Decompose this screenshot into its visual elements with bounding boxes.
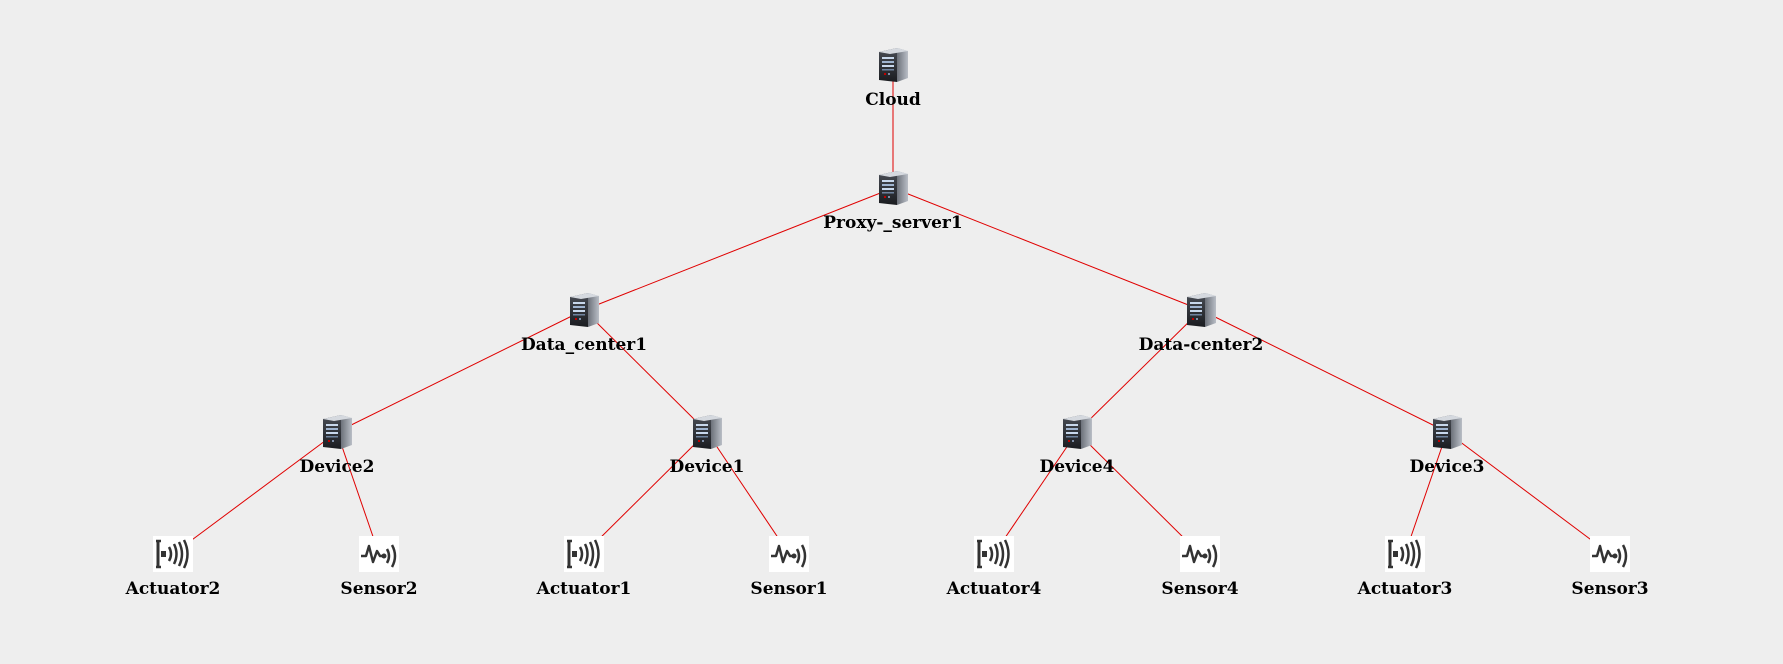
link-device3-sensor3 — [1446, 431, 1611, 555]
server-icon — [1063, 415, 1092, 449]
node-label: Device1 — [670, 457, 745, 477]
node-label: Actuator3 — [1357, 579, 1453, 599]
actuator-icon — [1383, 534, 1427, 574]
link-proxy-dc1 — [583, 187, 894, 311]
node-cloud[interactable]: Cloud — [865, 48, 921, 110]
node-dc1[interactable]: Data_center1 — [521, 293, 647, 355]
node-label: Sensor1 — [750, 579, 827, 599]
link-device3-actuator3 — [1404, 431, 1448, 555]
link-proxy-dc2 — [892, 187, 1202, 311]
actuator-icon — [972, 534, 1016, 574]
node-label: Data-center2 — [1139, 335, 1264, 355]
link-device4-sensor4 — [1076, 431, 1201, 555]
node-proxy[interactable]: Proxy-_server1 — [823, 171, 963, 233]
node-label: Sensor3 — [1571, 579, 1648, 599]
server-icon — [1187, 293, 1216, 327]
node-actuator2[interactable]: Actuator2 — [125, 534, 221, 599]
link-device2-sensor2 — [336, 431, 380, 555]
server-icon — [1433, 415, 1462, 449]
node-label: Actuator4 — [946, 579, 1042, 599]
server-icon — [570, 293, 599, 327]
sensor-icon — [357, 534, 401, 574]
node-device1[interactable]: Device1 — [670, 415, 745, 477]
sensor-icon — [767, 534, 811, 574]
node-sensor2[interactable]: Sensor2 — [340, 534, 418, 599]
node-label: Actuator1 — [536, 579, 632, 599]
node-label: Device3 — [1410, 457, 1485, 477]
link-device2-actuator2 — [172, 431, 338, 555]
link-device1-sensor1 — [706, 431, 790, 555]
server-icon — [323, 415, 352, 449]
node-dc2[interactable]: Data-center2 — [1139, 293, 1264, 355]
links-layer — [172, 65, 1611, 555]
node-device4[interactable]: Device4 — [1040, 415, 1115, 477]
link-device1-actuator1 — [583, 431, 708, 555]
link-dc1-device2 — [336, 309, 585, 433]
node-sensor1[interactable]: Sensor1 — [750, 534, 828, 599]
link-dc2-device4 — [1076, 309, 1202, 433]
node-label: Sensor4 — [1161, 579, 1238, 599]
link-dc1-device1 — [583, 309, 708, 433]
node-actuator1[interactable]: Actuator1 — [536, 534, 632, 599]
node-label: Data_center1 — [521, 335, 647, 355]
sensor-icon — [1178, 534, 1222, 574]
server-icon — [879, 48, 908, 82]
server-icon — [879, 171, 908, 205]
node-label: Proxy-_server1 — [823, 213, 962, 233]
node-actuator3[interactable]: Actuator3 — [1357, 534, 1453, 599]
link-device4-actuator4 — [993, 431, 1078, 555]
node-label: Sensor2 — [340, 579, 417, 599]
node-label: Device4 — [1040, 457, 1115, 477]
sensor-icon — [1588, 534, 1632, 574]
node-actuator4[interactable]: Actuator4 — [946, 534, 1042, 599]
link-dc2-device3 — [1200, 309, 1448, 433]
actuator-icon — [562, 534, 606, 574]
node-label: Cloud — [865, 90, 921, 110]
server-icon — [693, 415, 722, 449]
node-sensor4[interactable]: Sensor4 — [1161, 534, 1239, 599]
node-device2[interactable]: Device2 — [300, 415, 375, 477]
node-label: Actuator2 — [125, 579, 221, 599]
node-label: Device2 — [300, 457, 375, 477]
node-device3[interactable]: Device3 — [1410, 415, 1485, 477]
actuator-icon — [151, 534, 195, 574]
node-sensor3[interactable]: Sensor3 — [1571, 534, 1649, 599]
